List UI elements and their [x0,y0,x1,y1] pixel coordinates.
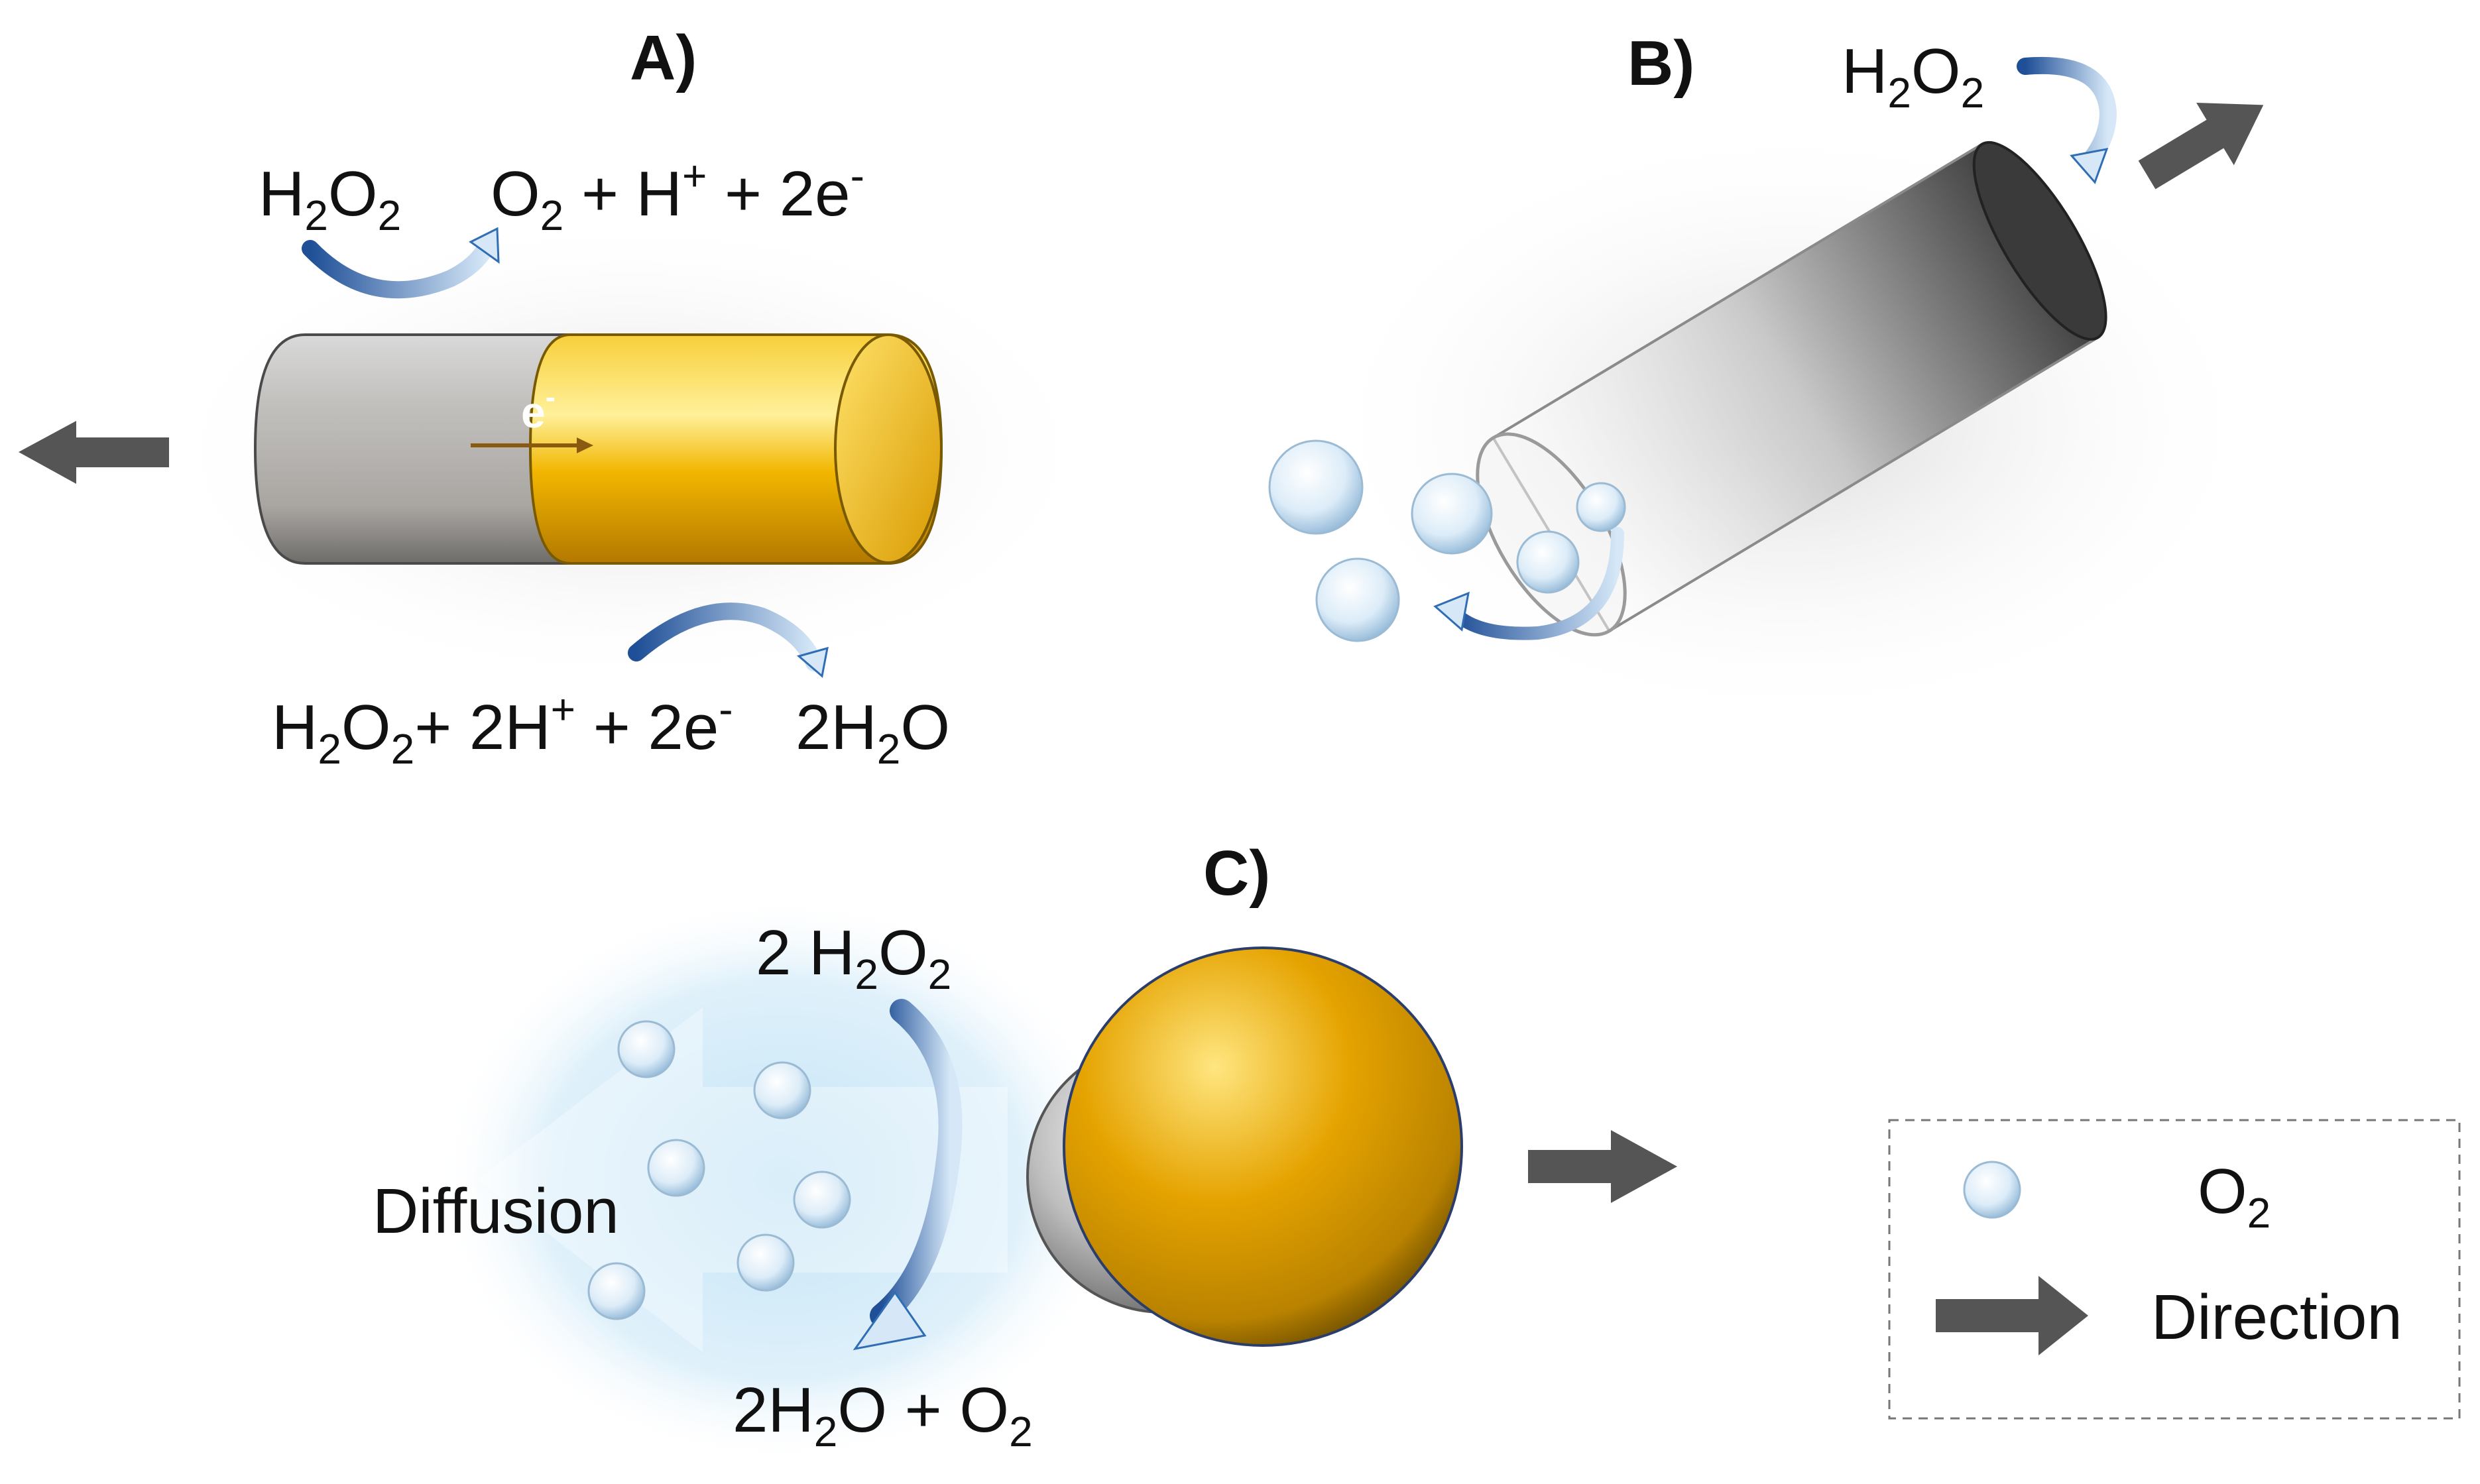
panel-a-title: A) [630,23,697,93]
o2-bubble [793,1170,851,1229]
panel-c-title: C) [1203,838,1270,909]
a-reaction-top-right: O2 + H+ + 2e- [491,152,864,239]
c-reactant: 2 H2O2 [756,917,951,998]
a-reaction-bottom-left: H2O2+ 2H+ + 2e- [272,685,733,773]
diffusion-label: Diffusion [373,1176,619,1247]
h2o2-inflow-arrow-icon [2017,56,2117,171]
curved-arrowhead-bottom-icon [796,646,829,678]
legend-box [1888,1119,2461,1420]
panel-c: C) Diffusion 2 H2O2 2H2O + O2 [373,838,1677,1465]
legend-direction-label: Direction [2151,1282,2402,1353]
o2-bubble [1576,482,1626,532]
bubble-outflow-arrowhead-icon [1433,591,1470,632]
legend-o2-label: O2 [2198,1156,2271,1237]
b-reactant: H2O2 [1842,36,1984,117]
o2-bubble [617,1020,676,1078]
panel-b: B) H2O2 [1268,28,2267,729]
electron-arrowhead-icon [577,437,593,453]
a-reaction-bottom-right: 2H2O [796,692,950,773]
o2-bubble [587,1262,646,1320]
o2-bubble [1315,557,1400,642]
panel-b-title: B) [1627,28,1694,99]
direction-arrow-b-icon [2138,102,2264,190]
h2o2-inflow-arrowhead-icon [2070,148,2109,184]
o2-bubble [737,1233,795,1292]
diffusion-glow [438,895,1127,1465]
rod-gold-cap [834,333,943,564]
a-reaction-top-left: H2O2 [259,158,401,239]
legend: O2 Direction [1888,1119,2461,1420]
c-product: 2H2O + O2 [733,1375,1033,1455]
o2-bubble [1411,473,1493,555]
o2-bubble-icon [1963,1161,2021,1219]
o2-bubble [753,1061,811,1119]
c-reaction-arrow-icon [870,999,963,1328]
c-reaction-arrowhead-icon [853,1290,927,1351]
janus-gold-sphere [1063,946,1463,1347]
panel-a: A) H2O2 O2 + H+ + 2e- e- H2O2+ 2H+ + 2 [19,23,1107,773]
direction-arrow-right-icon [1528,1130,1677,1203]
microtube-back-end [1972,141,2107,341]
curved-arrow-icon [302,237,496,299]
curved-arrowhead-icon [469,227,500,264]
direction-arrow-icon [1936,1276,2088,1355]
direction-arrow-left-icon [19,421,169,484]
curved-arrow-bottom-icon [628,602,823,671]
o2-bubble [1516,530,1580,594]
o2-bubble [647,1139,705,1197]
electron-label: e- [521,380,556,437]
bubble-outflow-arrow-icon [1448,527,1624,640]
o2-bubble [1268,439,1364,535]
rod-silver-segment [253,333,571,565]
